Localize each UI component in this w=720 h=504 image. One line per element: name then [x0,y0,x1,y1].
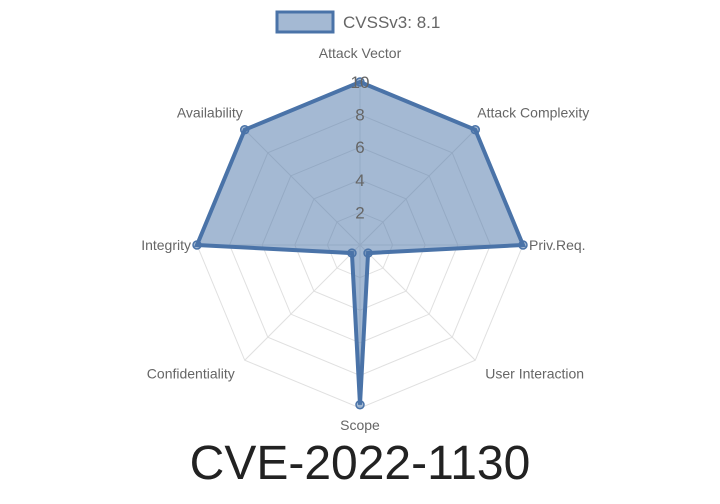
page-title: CVE-2022-1130 [189,437,531,490]
legend-label: CVSSv3: 8.1 [343,13,440,32]
axis-label: Scope [340,417,380,433]
tick-label: 2 [355,203,364,222]
tick-label: 4 [355,171,364,190]
data-point [192,240,202,250]
axis-label: Confidentiality [147,365,235,381]
data-point [347,248,357,258]
data-point [518,240,528,250]
tick-labels: 2 4 6 8 10 [351,73,370,222]
axis-label: Availability [177,105,243,121]
tick-label: 10 [351,73,370,92]
axis-label: Attack Vector [319,45,402,61]
legend: CVSSv3: 8.1 [275,10,440,34]
axis-label: User Interaction [485,365,584,381]
axis-label: Integrity [141,237,191,253]
tick-label: 8 [355,106,364,125]
grid-spoke [244,244,361,361]
data-point [355,77,365,87]
data-point [355,399,365,410]
grid-spoke [359,244,476,361]
radar-series [192,77,528,410]
data-point [363,248,373,258]
legend-swatch [275,10,335,34]
data-point [470,124,481,135]
data-point [239,124,250,135]
axis-label: Attack Complexity [477,105,589,121]
tick-label: 6 [355,138,364,157]
axis-label: Priv.Req. [529,237,586,253]
